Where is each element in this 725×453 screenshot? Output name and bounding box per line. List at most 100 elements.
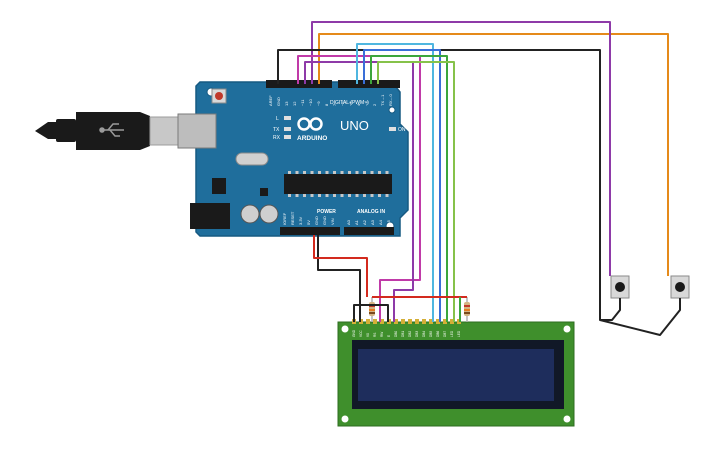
lcd-pin-label: RS [373, 333, 377, 337]
chip-leg [363, 171, 366, 174]
chip-leg [370, 171, 374, 174]
chip-leg [288, 194, 291, 197]
lcd-pin [422, 319, 426, 324]
lcd-pin [401, 319, 405, 324]
chip-leg [355, 171, 359, 174]
power-label: POWER [317, 209, 336, 215]
capacitor [240, 204, 260, 224]
lcd-pin-label: DB6 [436, 331, 440, 337]
regulator [212, 178, 226, 194]
rx-led-label: RX [273, 135, 281, 141]
pin-label: ~10 [308, 98, 313, 106]
l-led-label: L [276, 116, 279, 122]
lcd-pin-label: DB1 [401, 331, 405, 337]
pin-label: A1 [354, 219, 359, 225]
lcd-pin [443, 319, 447, 324]
chip-leg [333, 171, 336, 174]
usb-jack [177, 113, 217, 149]
lcd-pin-label: DB3 [415, 331, 419, 337]
chip-leg [310, 194, 314, 197]
pin-label: 5V [306, 220, 311, 225]
wire-blue-db5 [363, 49, 441, 322]
lcd-pin-label: LED [457, 330, 461, 337]
wire-black-gnd [317, 235, 361, 322]
pin-label: ~6 [340, 101, 345, 106]
lcd-pin-label: E [387, 335, 391, 337]
pin-label: RX←0 [388, 93, 393, 106]
pin-label: A3 [370, 219, 375, 225]
pin-label: ~3 [364, 101, 369, 106]
wire-black-top [277, 49, 621, 321]
header-strip [344, 227, 394, 235]
lcd-pin [394, 319, 398, 324]
chip-legs [288, 171, 389, 174]
power-jack [190, 203, 230, 229]
pin-label: 7 [332, 103, 337, 106]
push-button [610, 275, 630, 299]
pin-label: GND [276, 97, 281, 106]
resistor [369, 297, 375, 322]
infinity-logo-icon [297, 117, 323, 131]
capacitor [259, 204, 279, 224]
wire-cyan-db4 [356, 43, 434, 322]
chip-leg [340, 194, 344, 197]
chip-leg [318, 194, 321, 197]
header-strip [338, 80, 400, 88]
brand-label: ARDUINO [297, 135, 327, 142]
pin-label: A5 [386, 219, 391, 225]
pin-label: A2 [362, 219, 367, 225]
digital-label: DIGITAL (PWM~) [330, 100, 369, 106]
wire-orange [318, 33, 669, 276]
wires [277, 21, 681, 336]
wire-black-rw [353, 304, 389, 322]
tx-led-label: TX [273, 127, 280, 133]
chip-leg [378, 194, 381, 197]
chip-leg [370, 194, 374, 197]
lcd-pin-label: GND [352, 329, 356, 337]
pin-label: GND [322, 216, 327, 225]
chip-leg [363, 194, 366, 197]
lcd-pin-label: RW [380, 332, 384, 337]
pin-label: IOREF [282, 212, 287, 225]
push-button [670, 275, 690, 299]
pin-label: GND [314, 216, 319, 225]
chip-leg [355, 194, 359, 197]
chip-leg [340, 171, 344, 174]
analog-label: ANALOG IN [357, 209, 385, 215]
chip-leg [325, 194, 329, 197]
crystal [235, 152, 269, 166]
chip-leg [288, 171, 291, 174]
chip-leg [348, 171, 351, 174]
pin-label: TX→1 [380, 94, 385, 106]
pin-label: 8 [324, 103, 329, 106]
chip-leg [378, 171, 381, 174]
lcd-pin-label: DB7 [443, 331, 447, 337]
chip-leg [348, 194, 351, 197]
wire-purple [311, 21, 611, 276]
lcd-pin [429, 319, 433, 324]
lcd-pin-label: DB0 [394, 331, 398, 337]
pin-label: ~5 [348, 101, 353, 106]
chip-leg [295, 194, 299, 197]
wire-black-loop [599, 298, 681, 336]
resistor [464, 297, 470, 322]
chip-leg [303, 171, 306, 174]
pin-label: RESET [290, 211, 295, 225]
pin-label: 12 [292, 101, 297, 106]
chip-leg [385, 171, 389, 174]
lcd-pin-label: DB2 [408, 331, 412, 337]
lcd-pin [380, 319, 384, 324]
lcd-screen [358, 349, 554, 401]
lcd-pin [436, 319, 440, 324]
chip-leg [385, 194, 389, 197]
model-label: UNO [340, 118, 369, 133]
lcd-pin-label: LED [450, 330, 454, 337]
wire-magenta-rs [297, 55, 421, 322]
reset-button [211, 88, 227, 104]
lcd-pin [366, 319, 370, 324]
lcd-pin-label: DB4 [422, 331, 426, 337]
pin-label: 2 [372, 103, 377, 106]
lcd-pin [373, 319, 377, 324]
